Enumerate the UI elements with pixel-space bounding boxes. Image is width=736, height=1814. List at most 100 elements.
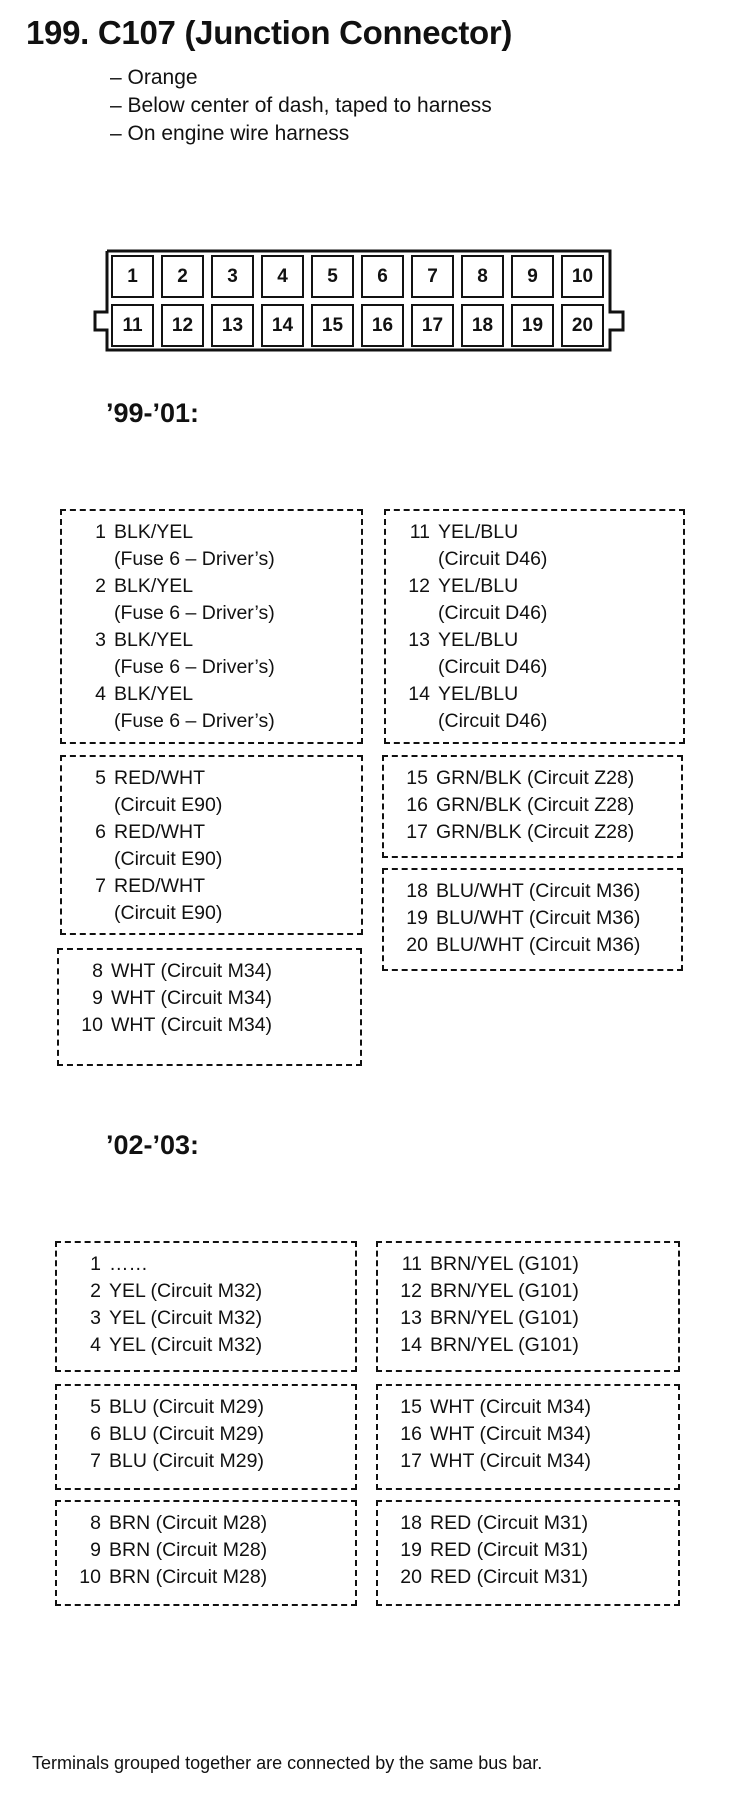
pin-number: 4: [95, 683, 106, 705]
wire-circuit: (Circuit D46): [438, 602, 548, 624]
pin-row: 16 GRN/BLK (Circuit Z28): [392, 792, 681, 819]
wire-description: YEL/BLU: [438, 683, 519, 705]
wire-description: BLU (Circuit M29): [109, 1423, 264, 1445]
pin-number: 5: [95, 767, 106, 789]
pin-row: 15 WHT (Circuit M34): [386, 1394, 678, 1421]
wire-circuit: (Fuse 6 – Driver’s): [114, 710, 275, 732]
pin-number: 1: [95, 521, 106, 543]
connector-pin-14: 14: [261, 304, 304, 347]
wire-description: GRN/BLK (Circuit Z28): [436, 767, 635, 789]
pin-number: 3: [95, 629, 106, 651]
pin-row: 13 BRN/YEL (G101): [386, 1305, 678, 1332]
wire-description: WHT (Circuit M34): [430, 1396, 592, 1418]
pin-number: 14: [408, 683, 430, 705]
pin-row: 2 YEL (Circuit M32): [65, 1278, 355, 1305]
pin-number: 19: [406, 907, 428, 929]
pin-row: 17 WHT (Circuit M34): [386, 1448, 678, 1475]
wire-description: BLK/YEL: [114, 683, 194, 705]
wire-description: BRN/YEL (G101): [430, 1334, 579, 1356]
connector-pin-1: 1: [111, 255, 154, 298]
page-title: 199. C107 (Junction Connector): [26, 14, 513, 51]
connector-pin-3: 3: [211, 255, 254, 298]
wire-description: BRN/YEL (G101): [430, 1307, 579, 1329]
wire-description: RED (Circuit M31): [430, 1512, 589, 1534]
pin-number: 12: [408, 575, 430, 597]
pin-number: 10: [79, 1566, 101, 1588]
connector-pin-17: 17: [411, 304, 454, 347]
wire-description: YEL (Circuit M32): [109, 1280, 263, 1302]
pin-number: 7: [95, 875, 106, 897]
pin-row: 5 BLU (Circuit M29): [65, 1394, 355, 1421]
connector-pin-13: 13: [211, 304, 254, 347]
pin-row: 14 YEL/BLU: [394, 681, 683, 708]
wire-description: BLU/WHT (Circuit M36): [436, 934, 641, 956]
note-harness: – On engine wire harness: [110, 122, 350, 145]
pin-number: 9: [92, 987, 103, 1009]
wire-circuit: (Fuse 6 – Driver’s): [114, 656, 275, 678]
pin-number: 15: [400, 1396, 422, 1418]
pin-number: 13: [400, 1307, 422, 1329]
wire-circuit: (Circuit E90): [114, 848, 223, 870]
pin-number: 19: [400, 1539, 422, 1561]
wire-description: YEL/BLU: [438, 521, 519, 543]
pin-row: 18 RED (Circuit M31): [386, 1510, 678, 1537]
wire-description: BRN (Circuit M28): [109, 1539, 268, 1561]
wire-circuit: (Circuit D46): [438, 710, 548, 732]
wire-description: WHT (Circuit M34): [111, 987, 273, 1009]
wire-description: BRN/YEL (G101): [430, 1280, 579, 1302]
wire-description: YEL/BLU: [438, 575, 519, 597]
pin-number: 1: [90, 1253, 101, 1275]
pin-number: 16: [400, 1423, 422, 1445]
pin-number: 2: [90, 1280, 101, 1302]
section-heading-02-03: ’02-’03:: [106, 1130, 200, 1160]
pin-number: 17: [400, 1450, 422, 1472]
connector-pin-8: 8: [461, 255, 504, 298]
wire-description: YEL (Circuit M32): [109, 1334, 263, 1356]
pin-number: 6: [95, 821, 106, 843]
pin-number: 20: [400, 1566, 422, 1588]
wire-description: YEL/BLU: [438, 629, 519, 651]
wire-description: GRN/BLK (Circuit Z28): [436, 821, 635, 843]
pin-number: 15: [406, 767, 428, 789]
connector-pin-10: 10: [561, 255, 604, 298]
wire-circuit: (Circuit E90): [114, 902, 223, 924]
wire-description: RED (Circuit M31): [430, 1566, 589, 1588]
pin-number: 8: [92, 960, 103, 982]
wire-description: BLU (Circuit M29): [109, 1450, 264, 1472]
pin-number: 5: [90, 1396, 101, 1418]
pin-number: 16: [406, 794, 428, 816]
pin-row: 1 ……: [65, 1251, 355, 1278]
connector-housing: [93, 249, 625, 352]
connector-pin-7: 7: [411, 255, 454, 298]
wire-description: BLU (Circuit M29): [109, 1396, 264, 1418]
connector-pin-9: 9: [511, 255, 554, 298]
pin-row: 15 GRN/BLK (Circuit Z28): [392, 765, 681, 792]
footer-note: Terminals grouped together are connected…: [32, 1753, 543, 1773]
wire-circuit: (Fuse 6 – Driver’s): [114, 602, 275, 624]
pin-row: 11 YEL/BLU: [394, 519, 683, 546]
wire-description: WHT (Circuit M34): [430, 1450, 592, 1472]
connector-pin-12: 12: [161, 304, 204, 347]
pin-row: 4 BLK/YEL: [70, 681, 361, 708]
pin-number: 18: [400, 1512, 422, 1534]
pin-number: 11: [409, 521, 430, 543]
wire-description: GRN/BLK (Circuit Z28): [436, 794, 635, 816]
note-location: – Below center of dash, taped to harness: [110, 94, 492, 117]
wire-description: BLK/YEL: [114, 575, 194, 597]
wire-description: ……: [109, 1253, 148, 1275]
